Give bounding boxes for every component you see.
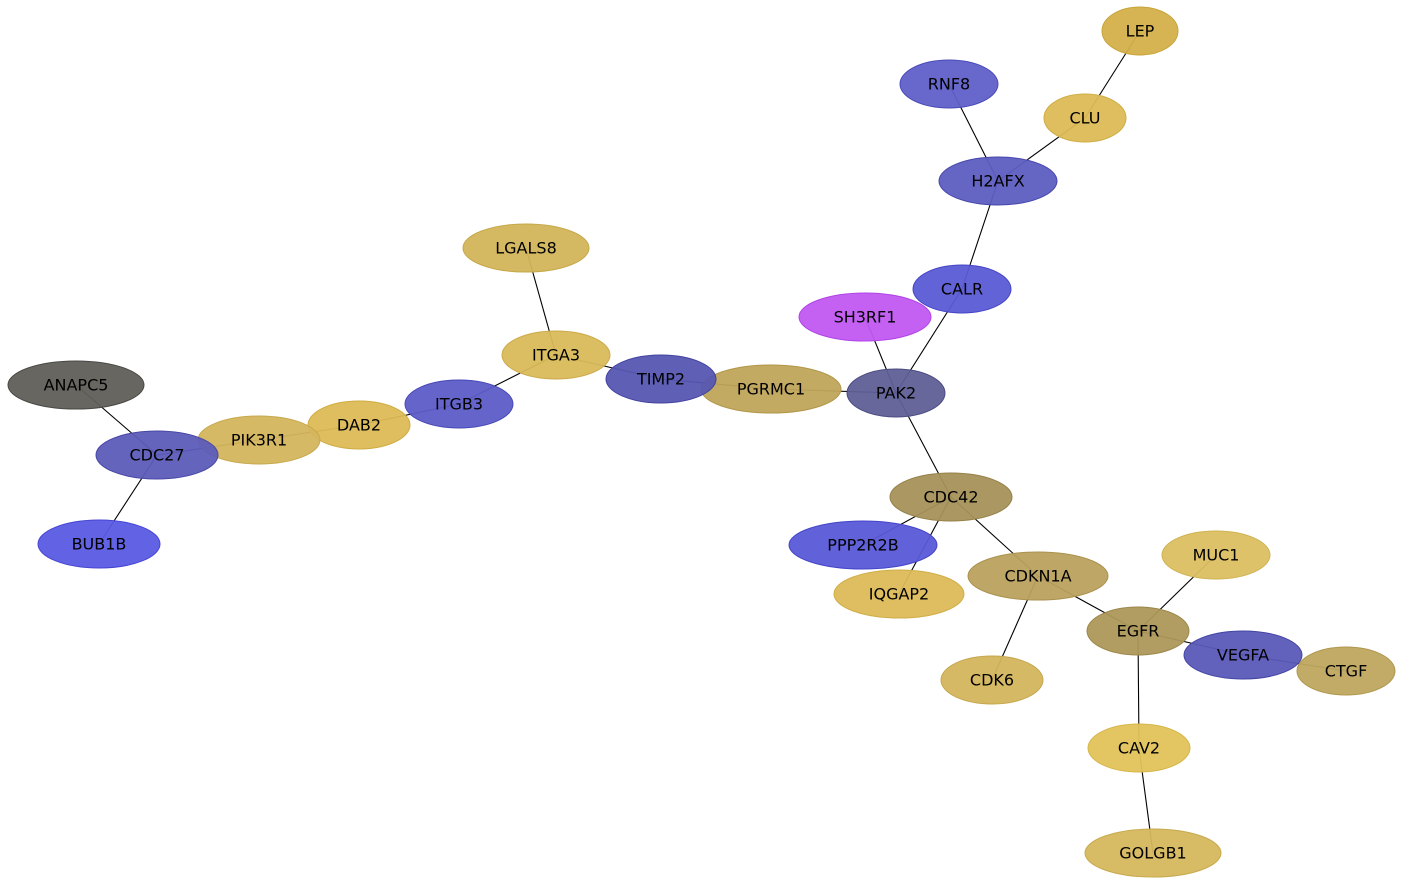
- node-shape: [1043, 93, 1127, 143]
- node-label: CTGF: [1325, 662, 1368, 681]
- node-label: VEGFA: [1217, 646, 1269, 665]
- node-shape: [940, 655, 1044, 705]
- node-label: LGALS8: [495, 239, 557, 258]
- node-label: TIMP2: [636, 370, 685, 389]
- node-rnf8[interactable]: RNF8: [899, 59, 999, 109]
- node-bub1b[interactable]: BUB1B: [37, 519, 161, 569]
- node-label: CDKN1A: [1004, 567, 1071, 586]
- node-shape: [1101, 6, 1179, 56]
- node-shape: [605, 354, 717, 404]
- node-shape: [404, 379, 514, 429]
- node-shape: [1161, 530, 1271, 580]
- node-muc1[interactable]: MUC1: [1161, 530, 1271, 580]
- node-sh3rf1[interactable]: SH3RF1: [798, 292, 932, 342]
- node-timp2[interactable]: TIMP2: [605, 354, 717, 404]
- node-label: DAB2: [337, 416, 381, 435]
- node-shape: [1296, 646, 1396, 696]
- node-pik3r1[interactable]: PIK3R1: [197, 415, 321, 465]
- node-golgb1[interactable]: GOLGB1: [1084, 828, 1222, 878]
- node-pgrmc1[interactable]: PGRMC1: [700, 364, 842, 414]
- node-label: CDK6: [970, 671, 1014, 690]
- node-shape: [798, 292, 932, 342]
- node-label: IQGAP2: [869, 585, 929, 604]
- node-label: ITGB3: [435, 395, 483, 414]
- node-label: EGFR: [1117, 622, 1160, 641]
- node-shape: [501, 330, 611, 380]
- node-label: PPP2R2B: [827, 536, 898, 555]
- node-shape: [307, 400, 411, 450]
- node-label: MUC1: [1193, 546, 1240, 565]
- node-label: PGRMC1: [737, 380, 805, 399]
- node-shape: [846, 368, 946, 418]
- node-label: CALR: [941, 280, 983, 299]
- node-label: ITGA3: [532, 346, 580, 365]
- node-label: CAV2: [1118, 739, 1160, 758]
- node-shape: [95, 430, 219, 480]
- node-itga3[interactable]: ITGA3: [501, 330, 611, 380]
- node-label: GOLGB1: [1119, 844, 1186, 863]
- node-pak2[interactable]: PAK2: [846, 368, 946, 418]
- node-label: PIK3R1: [231, 431, 287, 450]
- node-label: BUB1B: [72, 535, 127, 554]
- node-shape: [899, 59, 999, 109]
- node-shape: [833, 569, 965, 619]
- node-label: SH3RF1: [834, 308, 897, 327]
- node-cdkn1a[interactable]: CDKN1A: [967, 551, 1109, 601]
- node-shape: [788, 520, 938, 570]
- node-shape: [37, 519, 161, 569]
- node-shape: [912, 264, 1012, 314]
- node-cav2[interactable]: CAV2: [1087, 723, 1191, 773]
- node-label: LEP: [1126, 22, 1155, 41]
- node-shape: [1087, 723, 1191, 773]
- node-clu[interactable]: CLU: [1043, 93, 1127, 143]
- node-label: PAK2: [876, 384, 916, 403]
- node-lgals8[interactable]: LGALS8: [462, 223, 590, 273]
- node-label: CLU: [1070, 109, 1101, 128]
- node-shape: [1084, 828, 1222, 878]
- node-egfr[interactable]: EGFR: [1086, 606, 1190, 656]
- node-itgb3[interactable]: ITGB3: [404, 379, 514, 429]
- node-lep[interactable]: LEP: [1101, 6, 1179, 56]
- node-label: CDC27: [129, 446, 184, 465]
- node-cdk6[interactable]: CDK6: [940, 655, 1044, 705]
- node-shape: [967, 551, 1109, 601]
- node-ctgf[interactable]: CTGF: [1296, 646, 1396, 696]
- node-dab2[interactable]: DAB2: [307, 400, 411, 450]
- node-vegfa[interactable]: VEGFA: [1183, 630, 1303, 680]
- node-anapc5[interactable]: ANAPC5: [7, 360, 145, 410]
- node-label: ANAPC5: [44, 376, 109, 395]
- node-shape: [7, 360, 145, 410]
- node-shape: [938, 156, 1058, 206]
- node-ppp2r2b[interactable]: PPP2R2B: [788, 520, 938, 570]
- node-label: RNF8: [928, 75, 970, 94]
- node-shape: [1183, 630, 1303, 680]
- node-cdc27[interactable]: CDC27: [95, 430, 219, 480]
- node-iqgap2[interactable]: IQGAP2: [833, 569, 965, 619]
- node-shape: [1086, 606, 1190, 656]
- node-label: CDC42: [923, 488, 978, 507]
- node-cdc42[interactable]: CDC42: [889, 472, 1013, 522]
- node-label: H2AFX: [971, 172, 1024, 191]
- node-shape: [462, 223, 590, 273]
- node-calr[interactable]: CALR: [912, 264, 1012, 314]
- node-h2afx[interactable]: H2AFX: [938, 156, 1058, 206]
- node-shape: [889, 472, 1013, 522]
